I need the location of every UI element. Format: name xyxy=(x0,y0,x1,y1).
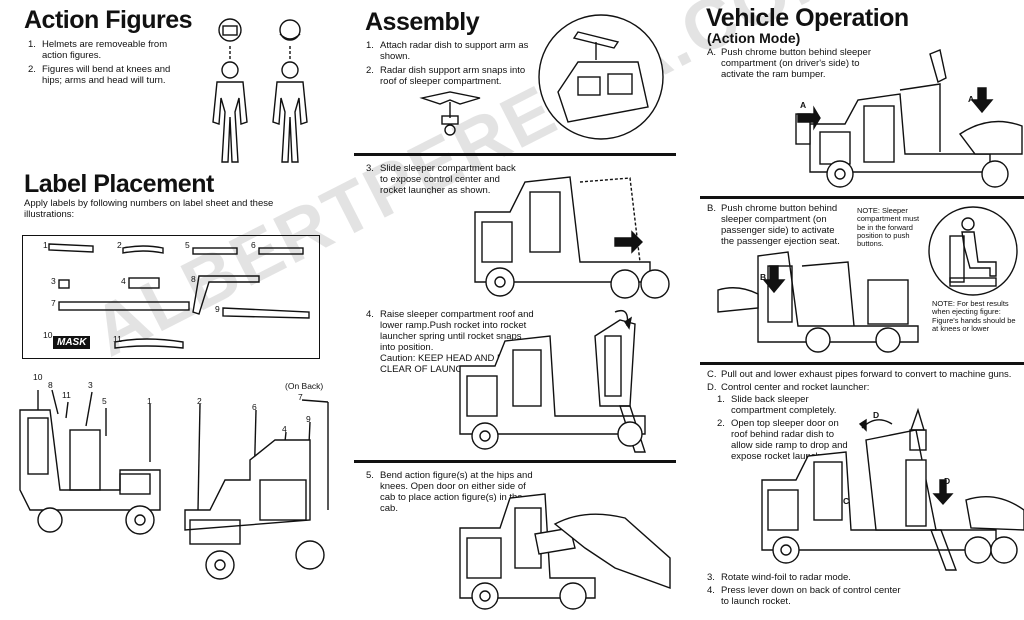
arrow-label-a: A xyxy=(800,100,807,110)
control-center-truck-illustration xyxy=(761,407,1024,571)
step-b: B.Push chrome button behind sleeper comp… xyxy=(707,203,840,247)
label-callout-truck xyxy=(19,389,329,580)
arrow-label-d: D xyxy=(944,476,951,486)
sheet-number: 2 xyxy=(117,240,122,250)
sheet-number: 4 xyxy=(121,276,126,286)
list-item: 1.Helmets are removeable from action fig… xyxy=(28,39,168,61)
vehicle-operation-subtitle: (Action Mode) xyxy=(707,30,801,46)
step4-truck-illustration xyxy=(459,309,646,453)
callout-number: 2 xyxy=(197,396,202,406)
sheet-number: 8 xyxy=(191,274,196,284)
label-sheet: 1 2 3 4 5 6 7 8 9 10 11 MASK xyxy=(22,235,320,359)
divider xyxy=(354,460,676,463)
callout-number: 3 xyxy=(88,380,93,390)
note-sleeper: NOTE: Sleeper compartment must be in the… xyxy=(857,206,920,248)
ram-bumper-truck-illustration xyxy=(795,49,1023,188)
assembly-steps-top: 1.Attach radar dish to support arm as sh… xyxy=(366,40,536,88)
sheet-number: 10 xyxy=(43,330,53,340)
arrow-label-c: C xyxy=(843,496,850,506)
callout-number: 5 xyxy=(102,396,107,406)
callout-number: 8 xyxy=(48,380,53,390)
arrow-label-a: A xyxy=(968,94,975,104)
mask-logo: MASK xyxy=(53,336,91,349)
label-placement-title: Label Placement xyxy=(24,170,214,198)
final-steps: 3.Rotate wind-foil to radar mode. 4.Pres… xyxy=(707,572,907,608)
action-figures-steps: 1.Helmets are removeable from action fig… xyxy=(28,39,188,87)
note-figure: NOTE: For best results when ejecting fig… xyxy=(932,299,1016,333)
assembly-title: Assembly xyxy=(365,8,480,36)
divider xyxy=(700,196,1024,199)
assembly-step-3: 3.Slide sleeper compartment back to expo… xyxy=(366,163,526,197)
sheet-number: 11 xyxy=(113,334,122,344)
ejection-figure-circle xyxy=(928,206,1018,296)
sheet-number: 5 xyxy=(185,240,190,250)
sheet-number: 9 xyxy=(215,304,220,314)
step-d-substeps: 1.Slide back sleeper compartment complet… xyxy=(717,394,857,463)
list-item: 4.Press lever down on back of control ce… xyxy=(707,584,901,607)
list-item: 3.Rotate wind-foil to radar mode. xyxy=(707,572,851,583)
action-figures-title: Action Figures xyxy=(24,6,193,34)
on-back-note: (On Back) xyxy=(285,381,324,391)
vehicle-operation-title: Vehicle Operation xyxy=(706,4,909,32)
step-d: D.Control center and rocket launcher: xyxy=(707,382,870,393)
list-item: 1.Attach radar dish to support arm as sh… xyxy=(366,40,529,62)
list-item: 1.Slide back sleeper compartment complet… xyxy=(717,394,837,416)
list-item: 4.Raise sleeper compartment roof and low… xyxy=(366,309,534,353)
radar-dish-illustration xyxy=(419,91,481,136)
callout-number: 10 xyxy=(33,372,43,382)
label-placement-intro: Apply labels by following numbers on lab… xyxy=(24,198,274,220)
callout-number: 11 xyxy=(62,390,71,400)
list-item: 3.Slide sleeper compartment back to expo… xyxy=(366,163,516,196)
list-item: 5.Bend action figure(s) at the hips and … xyxy=(366,470,533,514)
step-c: C.Pull out and lower exhaust pipes forwa… xyxy=(707,369,1012,380)
sheet-number: 7 xyxy=(51,298,56,308)
action-figures-illustration xyxy=(212,18,308,163)
callout-number: 9 xyxy=(306,414,311,424)
assembly-step-5: 5.Bend action figure(s) at the hips and … xyxy=(366,470,534,515)
step5-truck-illustration xyxy=(459,493,671,610)
list-item: 2.Open top sleeper door on roof behind r… xyxy=(717,417,848,462)
divider xyxy=(700,362,1024,365)
list-item: 2.Radar dish support arm snaps into roof… xyxy=(366,64,526,87)
arrow-label-b: B xyxy=(760,272,767,282)
callout-number: 4 xyxy=(282,424,287,434)
step-a: A.Push chrome button behind sleeper comp… xyxy=(707,47,871,80)
radar-detail-circle xyxy=(538,14,664,140)
step3-truck-illustration xyxy=(474,176,670,299)
arrow-label-d: D xyxy=(873,410,880,420)
sheet-number: 1 xyxy=(43,240,48,250)
sheet-number: 6 xyxy=(251,240,256,250)
caution-text: Caution: KEEP HEAD AND FACE CLEAR OF LAU… xyxy=(380,352,522,375)
sheet-number: 3 xyxy=(51,276,56,286)
callout-number: 1 xyxy=(147,396,152,406)
ejection-seat-truck-illustration xyxy=(717,251,919,353)
callout-number: 6 xyxy=(252,402,257,412)
callout-number: 7 xyxy=(298,392,303,402)
assembly-step-4: 4.Raise sleeper compartment roof and low… xyxy=(366,309,534,376)
list-item: 2.Figures will bend at knees and hips; a… xyxy=(28,63,171,86)
divider xyxy=(354,153,676,156)
